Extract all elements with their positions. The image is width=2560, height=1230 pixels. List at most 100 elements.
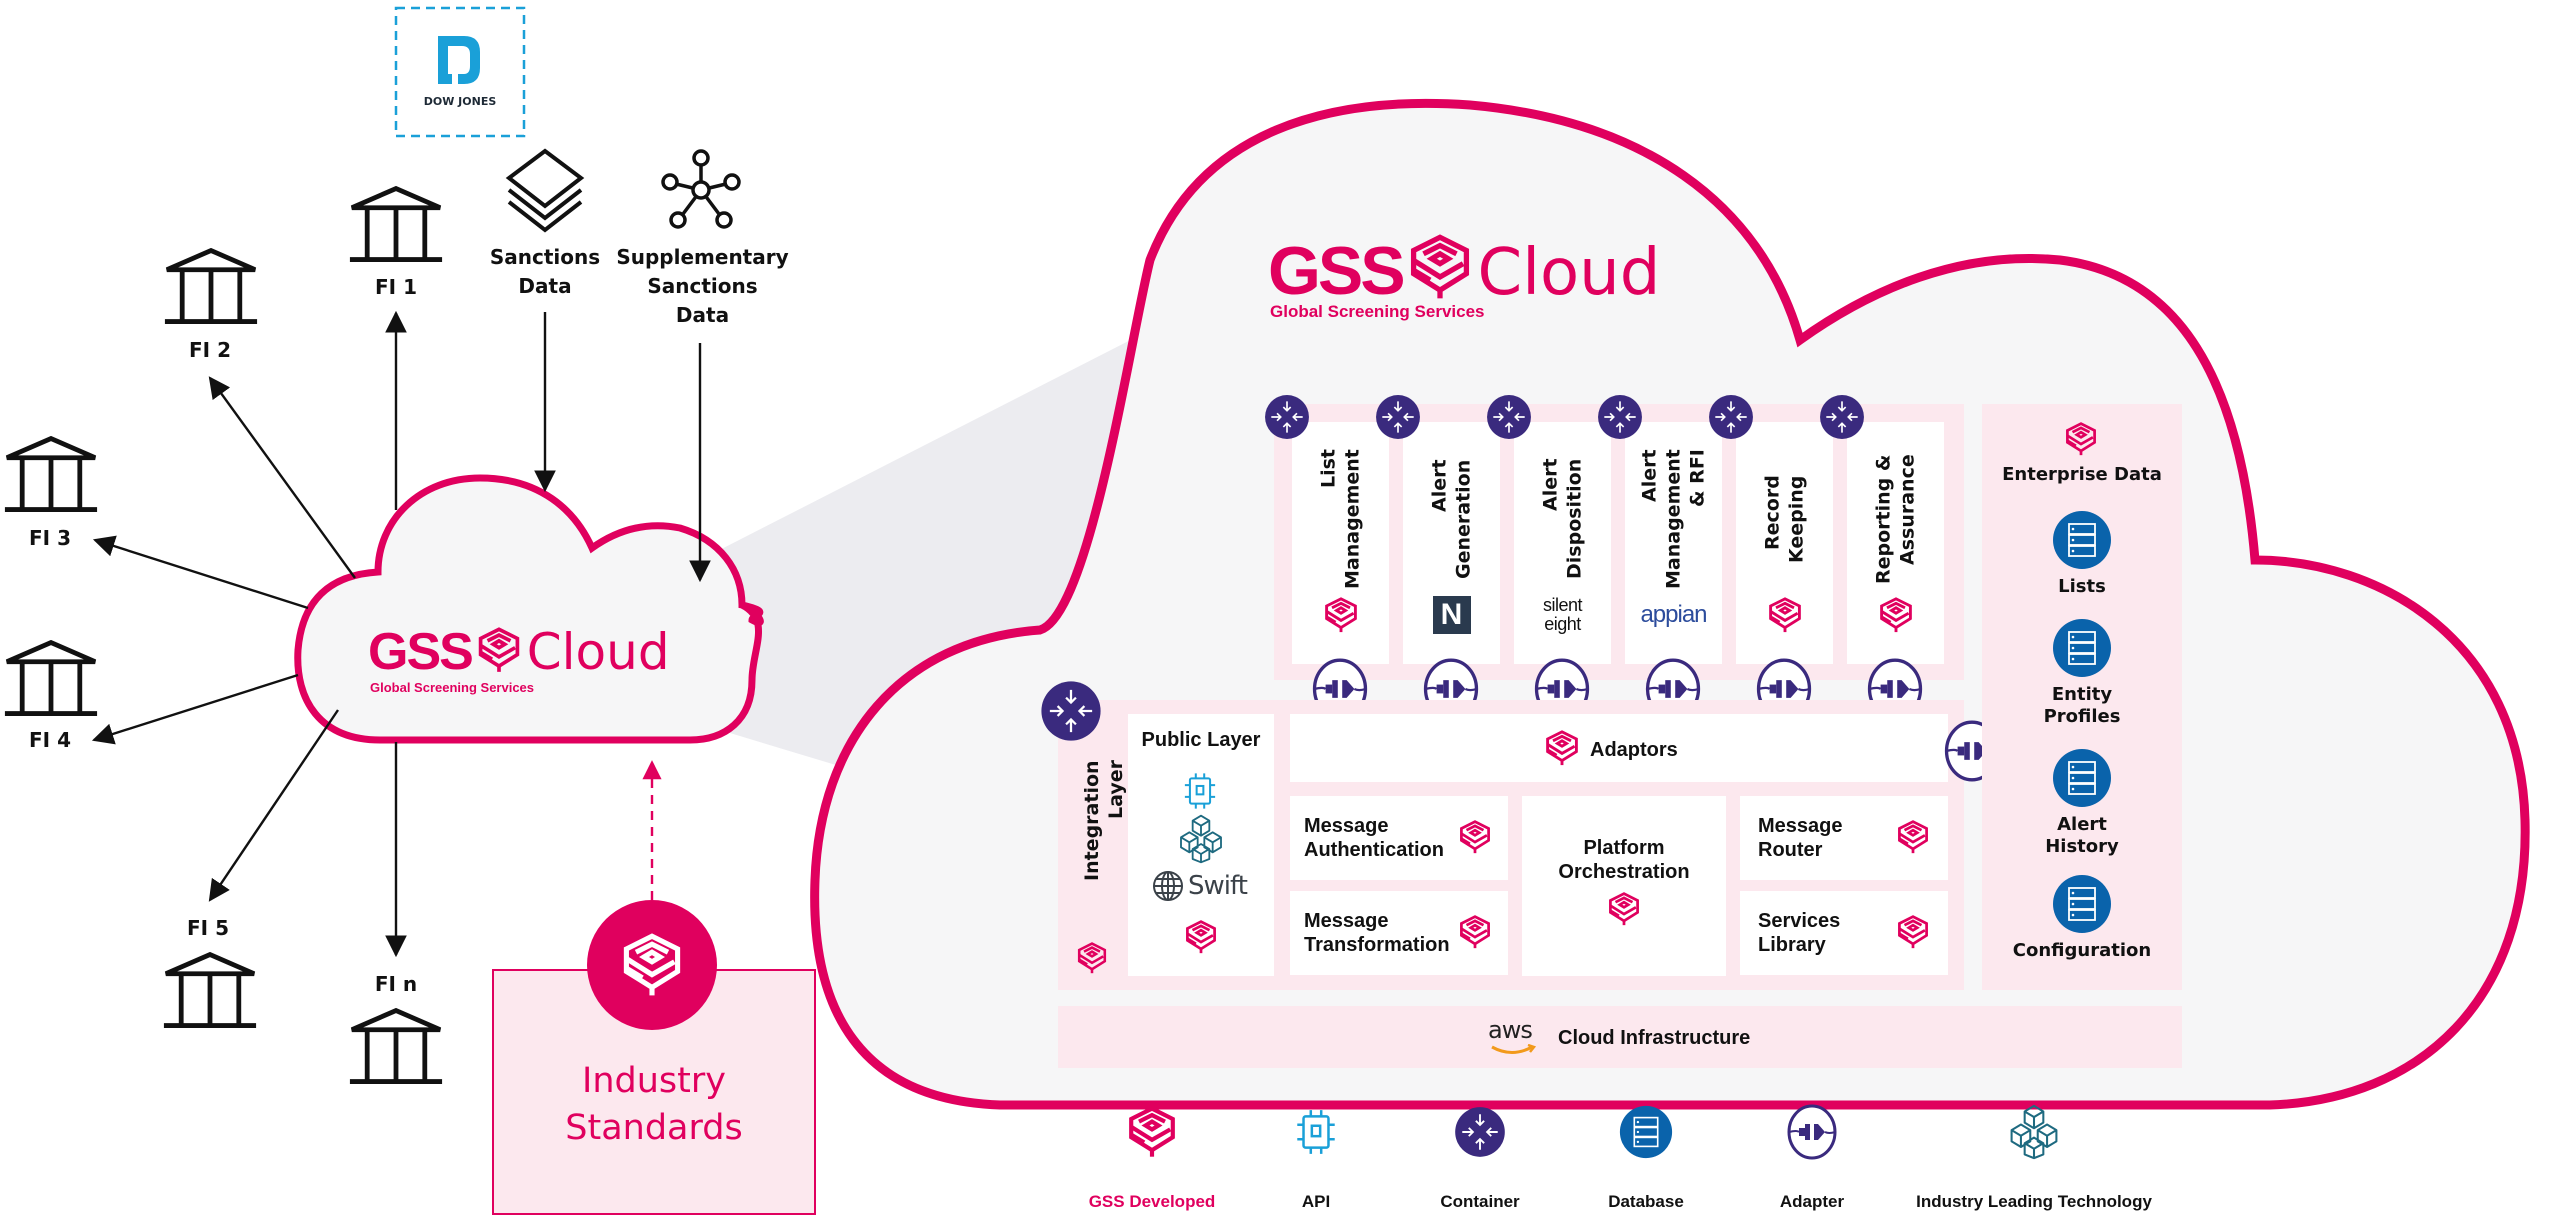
fi1-label: FI 1 — [375, 275, 417, 299]
network-hub-icon — [661, 149, 741, 229]
gss-developed-icon — [1458, 915, 1492, 949]
platform-orchestration-box: Platform Orchestration — [1522, 796, 1726, 976]
bank-icon — [162, 952, 258, 1030]
enterprise-data-item: Entity Profiles — [2043, 684, 2121, 727]
small-cloud-tagline: Global Screening Services — [370, 680, 535, 695]
container-icon[interactable] — [1264, 394, 1310, 440]
big-cloud-brand: GSS — [1268, 233, 1406, 309]
enterprise-data-item: Configuration — [2012, 940, 2152, 961]
arrow-fi2 — [208, 376, 356, 579]
supplementary-sanctions-label: Supplementary Sanctions Data — [616, 245, 789, 327]
fi4-label: FI 4 — [29, 728, 71, 752]
industry-standards-badge — [587, 900, 717, 1030]
enterprise-data-item: Alert History — [2045, 814, 2119, 857]
container-icon[interactable] — [1597, 394, 1643, 440]
public-layer-title: Public Layer — [1141, 729, 1261, 751]
bank-icon — [3, 640, 99, 718]
gss-developed-icon — [1184, 920, 1218, 954]
fi-arrows — [91, 310, 407, 958]
fi2-label: FI 2 — [189, 338, 231, 362]
message-router-box: Message Router — [1740, 796, 1948, 880]
gss-developed-icon — [1323, 597, 1359, 633]
globe-icon — [1153, 871, 1183, 901]
cloud-infrastructure-label: Cloud Infrastructure — [1558, 1027, 1751, 1049]
dow-jones-box — [394, 6, 526, 138]
enterprise-data-item: Lists — [2058, 576, 2106, 597]
gss-developed-icon — [1126, 1106, 1178, 1158]
legend-label: Industry Leading Technology — [1916, 1192, 2152, 1211]
database-icon — [2052, 510, 2112, 570]
enterprise-data-title: Enterprise Data — [2002, 464, 2162, 485]
container-icon[interactable] — [1819, 394, 1865, 440]
swift-label: Swift — [1188, 871, 1248, 901]
vendor-logo — [1847, 590, 1944, 640]
bank-icon — [348, 186, 444, 264]
container-icon[interactable] — [1486, 394, 1532, 440]
gss-logo-icon — [620, 933, 684, 997]
fi5-label: FI 5 — [187, 916, 229, 940]
module-label: Record Keeping — [1761, 475, 1808, 563]
database-icon — [2052, 618, 2112, 678]
dow-jones-logo — [438, 36, 480, 84]
services-library-label: Services Library — [1758, 910, 1841, 956]
data-arrows — [534, 312, 711, 583]
container-icon[interactable] — [1708, 394, 1754, 440]
n-logo-icon: N — [1432, 596, 1471, 634]
api-icon — [1183, 770, 1217, 812]
bank-icon — [3, 436, 99, 514]
layers-icon — [505, 148, 585, 233]
swift-logo: Swift — [1152, 870, 1248, 902]
gss-developed-icon — [1878, 597, 1914, 633]
big-cloud-tagline: Global Screening Services — [1270, 302, 1485, 321]
industry-tech-icon — [2002, 1104, 2066, 1160]
module-card: List Management — [1292, 422, 1389, 664]
gss-developed-icon — [1767, 597, 1803, 633]
legend-label: Database — [1608, 1192, 1684, 1211]
message-router-label: Message Router — [1758, 815, 1843, 861]
small-cloud-brand: GSS — [368, 623, 474, 681]
vendor-logo: silent eight — [1514, 590, 1611, 640]
aws-smile-icon — [1491, 1044, 1536, 1054]
adapter-icon — [1787, 1104, 1837, 1160]
module-card: Record Keeping — [1736, 422, 1833, 664]
gss-logo-icon — [476, 627, 522, 673]
api-icon — [1295, 1106, 1337, 1158]
module-label: Alert Generation — [1428, 459, 1475, 579]
public-layer-box: Public Layer Swift — [1128, 714, 1274, 976]
platform-orchestration-label: Platform Orchestration — [1558, 837, 1690, 883]
arrow-fi3 — [92, 535, 309, 610]
legend-label: GSS Developed — [1088, 1192, 1216, 1211]
container-icon[interactable] — [1040, 680, 1102, 742]
gss-developed-icon — [1607, 892, 1641, 926]
arrow-fi4 — [91, 673, 299, 745]
small-cloud-word: Cloud — [526, 623, 670, 681]
module-label: Reporting & Assurance — [1872, 454, 1919, 584]
adaptors-box: Adaptors — [1290, 714, 1948, 782]
gss-developed-icon — [1076, 942, 1108, 974]
industry-tech-icon — [1174, 814, 1228, 864]
database-icon — [1619, 1104, 1673, 1160]
message-transformation-label: Message Transformation — [1304, 910, 1450, 956]
bank-icon — [348, 1008, 444, 1086]
gss-developed-icon — [1458, 820, 1492, 854]
appian-logo: appian — [1640, 601, 1707, 628]
vendor-logo: N — [1403, 590, 1500, 640]
small-cloud-outline — [294, 474, 764, 744]
container-icon[interactable] — [1375, 394, 1421, 440]
arrow-fi5 — [208, 709, 339, 902]
module-label: Alert Disposition — [1539, 458, 1586, 580]
dow-jones-label: DOW JONES — [423, 95, 497, 108]
integration-layer-label: Integration Layer — [1081, 760, 1127, 881]
bank-icon — [163, 248, 259, 326]
fin-label: FI n — [374, 972, 418, 996]
database-icon — [2052, 874, 2112, 934]
gss-developed-icon — [2064, 422, 2098, 456]
sanctions-data-label: Sanctions Data — [489, 245, 601, 298]
vendor-logo — [1292, 590, 1389, 640]
module-label: List Management — [1317, 449, 1364, 589]
legend-label: Adapter — [1779, 1192, 1845, 1211]
module-card: Reporting & Assurance — [1847, 422, 1944, 664]
vendor-logo — [1736, 590, 1833, 640]
